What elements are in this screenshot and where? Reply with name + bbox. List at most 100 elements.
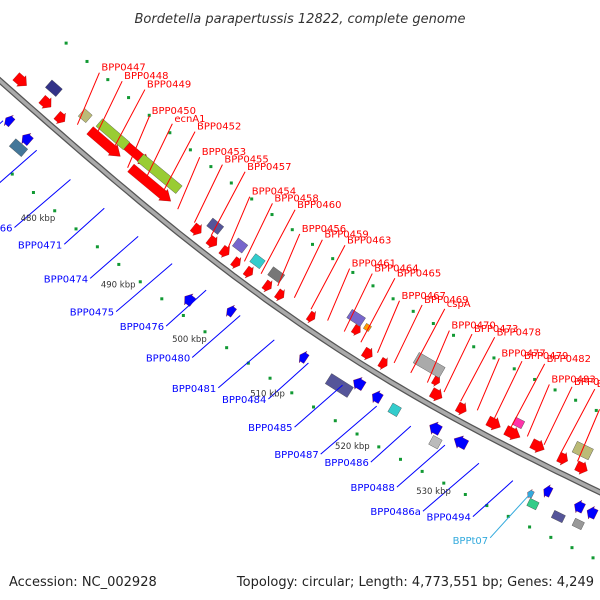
inner-dot	[591, 556, 595, 560]
leader-line	[327, 268, 351, 321]
leader-line	[260, 209, 296, 274]
feature-box	[346, 309, 366, 327]
forward-gene-arrow	[503, 425, 521, 441]
leader-line	[76, 72, 100, 125]
forward-gene-arrow	[205, 234, 218, 248]
label-track: BPP0447BPP0448BPP0449BPP0450ecnA1BPP0452…	[0, 63, 600, 547]
forward-gene-arrow	[242, 265, 254, 279]
outer-dot	[270, 213, 274, 217]
inner-dot	[442, 481, 446, 485]
feature-label: BPPt07	[453, 536, 489, 547]
leader-line	[443, 333, 473, 393]
feature-box	[571, 441, 594, 461]
inner-dot	[290, 391, 294, 395]
feature-box	[232, 237, 249, 254]
inner-dot	[398, 457, 402, 461]
feature-label: BPP0479	[524, 351, 568, 362]
inner-dot	[463, 492, 467, 496]
forward-gene-arrow	[274, 288, 285, 302]
outer-dot	[472, 345, 476, 349]
leader-line	[210, 171, 246, 237]
feature-label: BPP0449	[147, 80, 191, 91]
forward-gene-arrow	[86, 126, 121, 157]
feature-box	[412, 352, 446, 379]
feature-label: BPP0467	[401, 291, 445, 302]
dot-track	[10, 41, 598, 560]
forward-gene-arrow	[574, 460, 588, 475]
feature-label: BPP0475	[70, 308, 114, 319]
inner-dot	[225, 346, 229, 350]
genome-stats-text: Topology: circular; Length: 4,773,551 bp…	[236, 575, 594, 590]
feature-label: BPP0466	[0, 224, 12, 235]
inner-dot	[570, 546, 574, 550]
reverse-gene-arrow	[226, 304, 237, 318]
feature-box	[324, 373, 354, 398]
outer-dot	[594, 408, 598, 412]
leader-line	[217, 339, 275, 389]
leader-line	[422, 462, 480, 512]
accession-text: Accession: NC_002928	[9, 575, 157, 590]
leader-line	[93, 80, 123, 140]
outer-dot	[331, 257, 335, 261]
reverse-gene-arrow	[543, 484, 554, 498]
feature-label: BPP0494	[427, 513, 471, 524]
outer-dot	[106, 78, 110, 82]
feature-box	[95, 118, 131, 151]
inner-dot	[549, 535, 553, 539]
feature-label: BPP0458	[274, 193, 318, 204]
forward-gene-arrow	[428, 387, 443, 402]
inner-dot	[53, 209, 57, 213]
feature-label: BPP0465	[397, 268, 441, 279]
feature-label: BPP0486	[324, 458, 368, 469]
outer-dot	[351, 270, 355, 274]
leader-line	[14, 179, 71, 228]
leader-line	[193, 164, 223, 223]
outer-dot	[229, 181, 233, 185]
feature-label: BPP0489	[574, 377, 600, 388]
leader-line	[143, 123, 173, 182]
outer-dot	[391, 297, 395, 301]
leader-line	[426, 330, 450, 383]
tick-label: 530 kbp	[416, 487, 451, 497]
leader-line	[526, 384, 550, 437]
feature-label: BPP0481	[172, 384, 216, 395]
backbone-line	[0, 78, 600, 495]
feature-box	[571, 517, 585, 531]
tick-label: 510 kbp	[250, 390, 285, 400]
outer-dot	[533, 377, 537, 381]
outer-dot	[371, 284, 375, 288]
feature-label: BPP0471	[18, 240, 62, 251]
feature-label: BPP0483	[551, 374, 595, 385]
feature-label: BPP0488	[351, 483, 395, 494]
leader-line	[510, 363, 546, 429]
leader-line	[493, 360, 523, 420]
feature-box	[8, 138, 29, 157]
forward-gene-arrow	[529, 438, 545, 453]
feature-label: ecnA1	[174, 114, 205, 125]
inner-dot	[74, 227, 78, 231]
forward-gene-arrow	[485, 415, 501, 431]
tick-label: 490 kbp	[101, 280, 136, 290]
leader-line	[543, 386, 573, 446]
inner-dot	[160, 297, 164, 301]
feature-label: BPP0452	[197, 122, 241, 133]
feature-label: BPP0455	[224, 155, 268, 166]
leader-line	[396, 444, 446, 488]
leader-line	[320, 405, 378, 455]
leader-line	[310, 245, 346, 310]
forward-gene-arrow	[53, 111, 66, 124]
forward-gene-arrow	[556, 451, 568, 466]
forward-gene-arrow	[189, 222, 202, 236]
reverse-gene-arrow	[453, 435, 470, 451]
feature-label: BPP0486a	[370, 507, 421, 518]
feature-label: BPP0469	[424, 295, 468, 306]
feature-label: BPP0473	[474, 324, 518, 335]
leader-line	[489, 493, 531, 539]
feature-box	[206, 217, 225, 235]
leader-line	[115, 263, 173, 313]
leader-line	[0, 120, 4, 125]
reverse-gene-arrow	[586, 506, 599, 520]
tick-label: 500 kbp	[172, 335, 207, 345]
leader-line	[460, 337, 496, 402]
